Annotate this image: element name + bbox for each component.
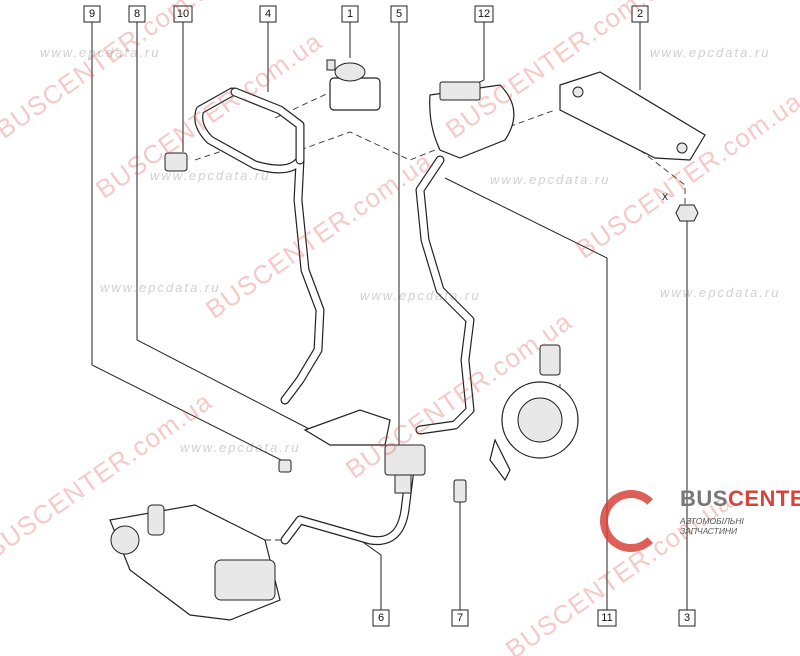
part-3-nut: X bbox=[662, 192, 699, 222]
callout-7: 7 bbox=[451, 609, 469, 627]
leader-lines bbox=[91, 22, 688, 610]
callout-6: 6 bbox=[372, 609, 390, 627]
dimension-mark: X bbox=[662, 192, 668, 202]
svg-text:3: 3 bbox=[684, 612, 690, 624]
hose-11 bbox=[415, 155, 475, 435]
svg-text:12: 12 bbox=[478, 8, 490, 20]
callout-10: 10 bbox=[173, 5, 193, 23]
callout-2: 2 bbox=[631, 5, 649, 23]
callout-9: 9 bbox=[83, 5, 101, 23]
part-1-sensor bbox=[326, 59, 381, 111]
callout-5: 5 bbox=[390, 5, 408, 23]
logo-brand: BUSCENTER bbox=[680, 486, 800, 511]
svg-text:10: 10 bbox=[177, 8, 189, 20]
callout-4: 4 bbox=[259, 5, 277, 23]
buscenter-logo: BUSCENTER АВТОМОБІЛЬНІ ЗАПЧАСТИНИ bbox=[600, 468, 800, 558]
bolts bbox=[278, 459, 467, 503]
svg-text:9: 9 bbox=[89, 8, 95, 20]
callout-11: 11 bbox=[597, 609, 617, 627]
svg-text:8: 8 bbox=[134, 8, 140, 20]
svg-text:5: 5 bbox=[396, 8, 402, 20]
svg-text:1: 1 bbox=[347, 8, 353, 20]
logo-tagline: АВТОМОБІЛЬНІ ЗАПЧАСТИНИ bbox=[680, 516, 744, 536]
egr-module bbox=[109, 504, 281, 621]
hose-4 bbox=[194, 87, 325, 405]
vacuum-pump bbox=[489, 344, 579, 482]
part-2-bracket bbox=[559, 71, 706, 161]
callout-3: 3 bbox=[678, 609, 696, 627]
part-10-clip bbox=[164, 152, 188, 172]
svg-text:7: 7 bbox=[457, 612, 463, 624]
svg-text:11: 11 bbox=[601, 612, 612, 624]
svg-text:6: 6 bbox=[378, 612, 384, 624]
svg-text:4: 4 bbox=[265, 8, 271, 20]
callout-1: 1 bbox=[341, 5, 359, 23]
callout-8: 8 bbox=[128, 5, 146, 23]
hose-6 bbox=[280, 465, 415, 546]
part-5-valve bbox=[303, 409, 426, 494]
callout-12: 12 bbox=[474, 5, 494, 23]
part-12-reservoir bbox=[429, 81, 515, 159]
logo-c-mark bbox=[600, 490, 662, 552]
svg-text:2: 2 bbox=[637, 8, 643, 20]
